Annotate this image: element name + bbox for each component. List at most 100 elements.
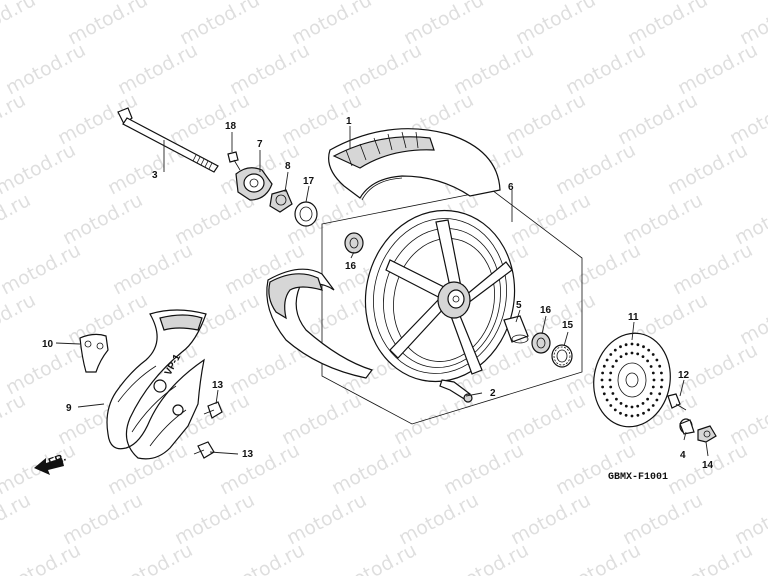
- dust-seal-15: [551, 344, 573, 368]
- watermark-text: motod.ru: [216, 439, 303, 499]
- disc-hole: [630, 414, 634, 418]
- watermark-text: motod.ru: [552, 139, 639, 199]
- front-marker: FR.: [47, 451, 68, 468]
- wheel-rim: [364, 209, 516, 383]
- disc-hole: [619, 411, 622, 415]
- watermark-text: motod.ru: [0, 239, 84, 299]
- callout-1: 1: [346, 116, 352, 127]
- dust-seal: [294, 201, 318, 227]
- watermark-text: motod.ru: [109, 239, 196, 299]
- disc-hole: [642, 411, 645, 415]
- disc-hole: [609, 385, 613, 389]
- callout-12: 12: [678, 370, 690, 381]
- bearing-left: [344, 232, 364, 254]
- speedometer-gearbox: [235, 167, 273, 201]
- disc-hole: [651, 371, 655, 375]
- disc-hole: [660, 378, 664, 382]
- disc-hole: [641, 402, 645, 405]
- watermark-text: motod.ru: [669, 539, 756, 576]
- disc-hole: [619, 345, 622, 349]
- watermark-text: motod.ru: [664, 139, 751, 199]
- disc-hole: [619, 402, 623, 405]
- callout-17: 17: [303, 176, 315, 187]
- disc-hole: [609, 353, 613, 356]
- watermark-text: motod.ru: [328, 439, 415, 499]
- callout-2: 2: [490, 388, 496, 399]
- disc-hole: [660, 371, 663, 375]
- disc-hole: [646, 359, 649, 363]
- watermark-text: motod.ru: [552, 439, 639, 499]
- watermark-text: motod.ru: [221, 539, 308, 576]
- disc-hole: [636, 352, 640, 356]
- disc-hole: [609, 371, 613, 375]
- watermark-text: motod.ru: [669, 239, 756, 299]
- watermark-text: motod.ru: [445, 539, 532, 576]
- disc-hole: [636, 413, 640, 417]
- axle-nut: [697, 425, 717, 443]
- watermark-text: motod.ru: [0, 89, 29, 149]
- disc-hole: [642, 345, 645, 349]
- disc-hole: [630, 342, 634, 346]
- disc-hole: [602, 364, 606, 368]
- disc-hole: [655, 358, 659, 362]
- gear-retainer: [269, 189, 293, 213]
- disc-hole: [624, 343, 628, 347]
- watermark-text: motod.ru: [333, 539, 420, 576]
- fender-bolt-upper: [203, 401, 223, 419]
- disc-hole: [615, 359, 618, 363]
- callout-14: 14: [702, 460, 714, 471]
- bearing-right: [531, 332, 551, 354]
- tire-section: [266, 268, 373, 379]
- disc-hole: [624, 413, 628, 417]
- disc-hole: [619, 355, 623, 358]
- disc-hole: [601, 385, 604, 389]
- watermark-text: motod.ru: [731, 189, 768, 249]
- watermark-text: motod.ru: [0, 539, 84, 576]
- disc-hole: [605, 358, 609, 362]
- callout-13-upper: 13: [212, 380, 224, 391]
- callout-16-right: 16: [540, 305, 552, 316]
- watermark-text: motod.ru: [0, 389, 29, 449]
- disc-hole: [641, 355, 645, 358]
- callouts: 1 2 3 4 5 6 7 8 9 10 11 12 13 13 14 15 1…: [42, 116, 714, 471]
- disc-hole: [630, 351, 634, 355]
- callout-16-left: 16: [345, 261, 357, 272]
- disc-hole: [651, 353, 655, 356]
- watermark-text: motod.ru: [109, 539, 196, 576]
- watermark-text: motod.ru: [440, 439, 527, 499]
- fender-bolt-lower: [193, 441, 215, 459]
- callout-7: 7: [257, 139, 263, 150]
- tire: [328, 128, 501, 201]
- disc-hole: [613, 408, 617, 412]
- disc-hole: [602, 392, 606, 396]
- callout-15: 15: [562, 320, 574, 331]
- leader-lines: [55, 126, 709, 457]
- diagram-code: GBMX-F1001: [608, 472, 668, 483]
- disc-hole: [647, 348, 651, 352]
- disc-hole: [601, 371, 604, 375]
- callout-10: 10: [42, 339, 54, 350]
- callout-5: 5: [516, 300, 522, 311]
- disc-hole: [658, 364, 662, 368]
- axle-bolt: [117, 107, 219, 173]
- disc-hole: [611, 365, 615, 368]
- watermark-text: motod.ru: [557, 539, 644, 576]
- watermark-text: motod.ru: [0, 139, 79, 199]
- disc-bolt: [667, 393, 687, 411]
- disc-hole: [658, 392, 662, 396]
- callout-4: 4: [680, 450, 686, 461]
- screw-18: [227, 151, 241, 171]
- callout-13-lower: 13: [242, 449, 254, 460]
- disc-hole: [651, 404, 655, 407]
- callout-8: 8: [285, 161, 291, 172]
- watermark-text: motod.ru: [0, 189, 34, 249]
- distance-collar: [503, 315, 529, 344]
- watermark-text: motod.ru: [0, 0, 39, 49]
- brake-disc: [593, 332, 671, 428]
- disc-hole: [652, 378, 656, 382]
- fender-bracket: [79, 333, 109, 373]
- watermark-text: motod.ru: [557, 239, 644, 299]
- disc-hole: [613, 348, 617, 352]
- callout-9: 9: [66, 403, 72, 414]
